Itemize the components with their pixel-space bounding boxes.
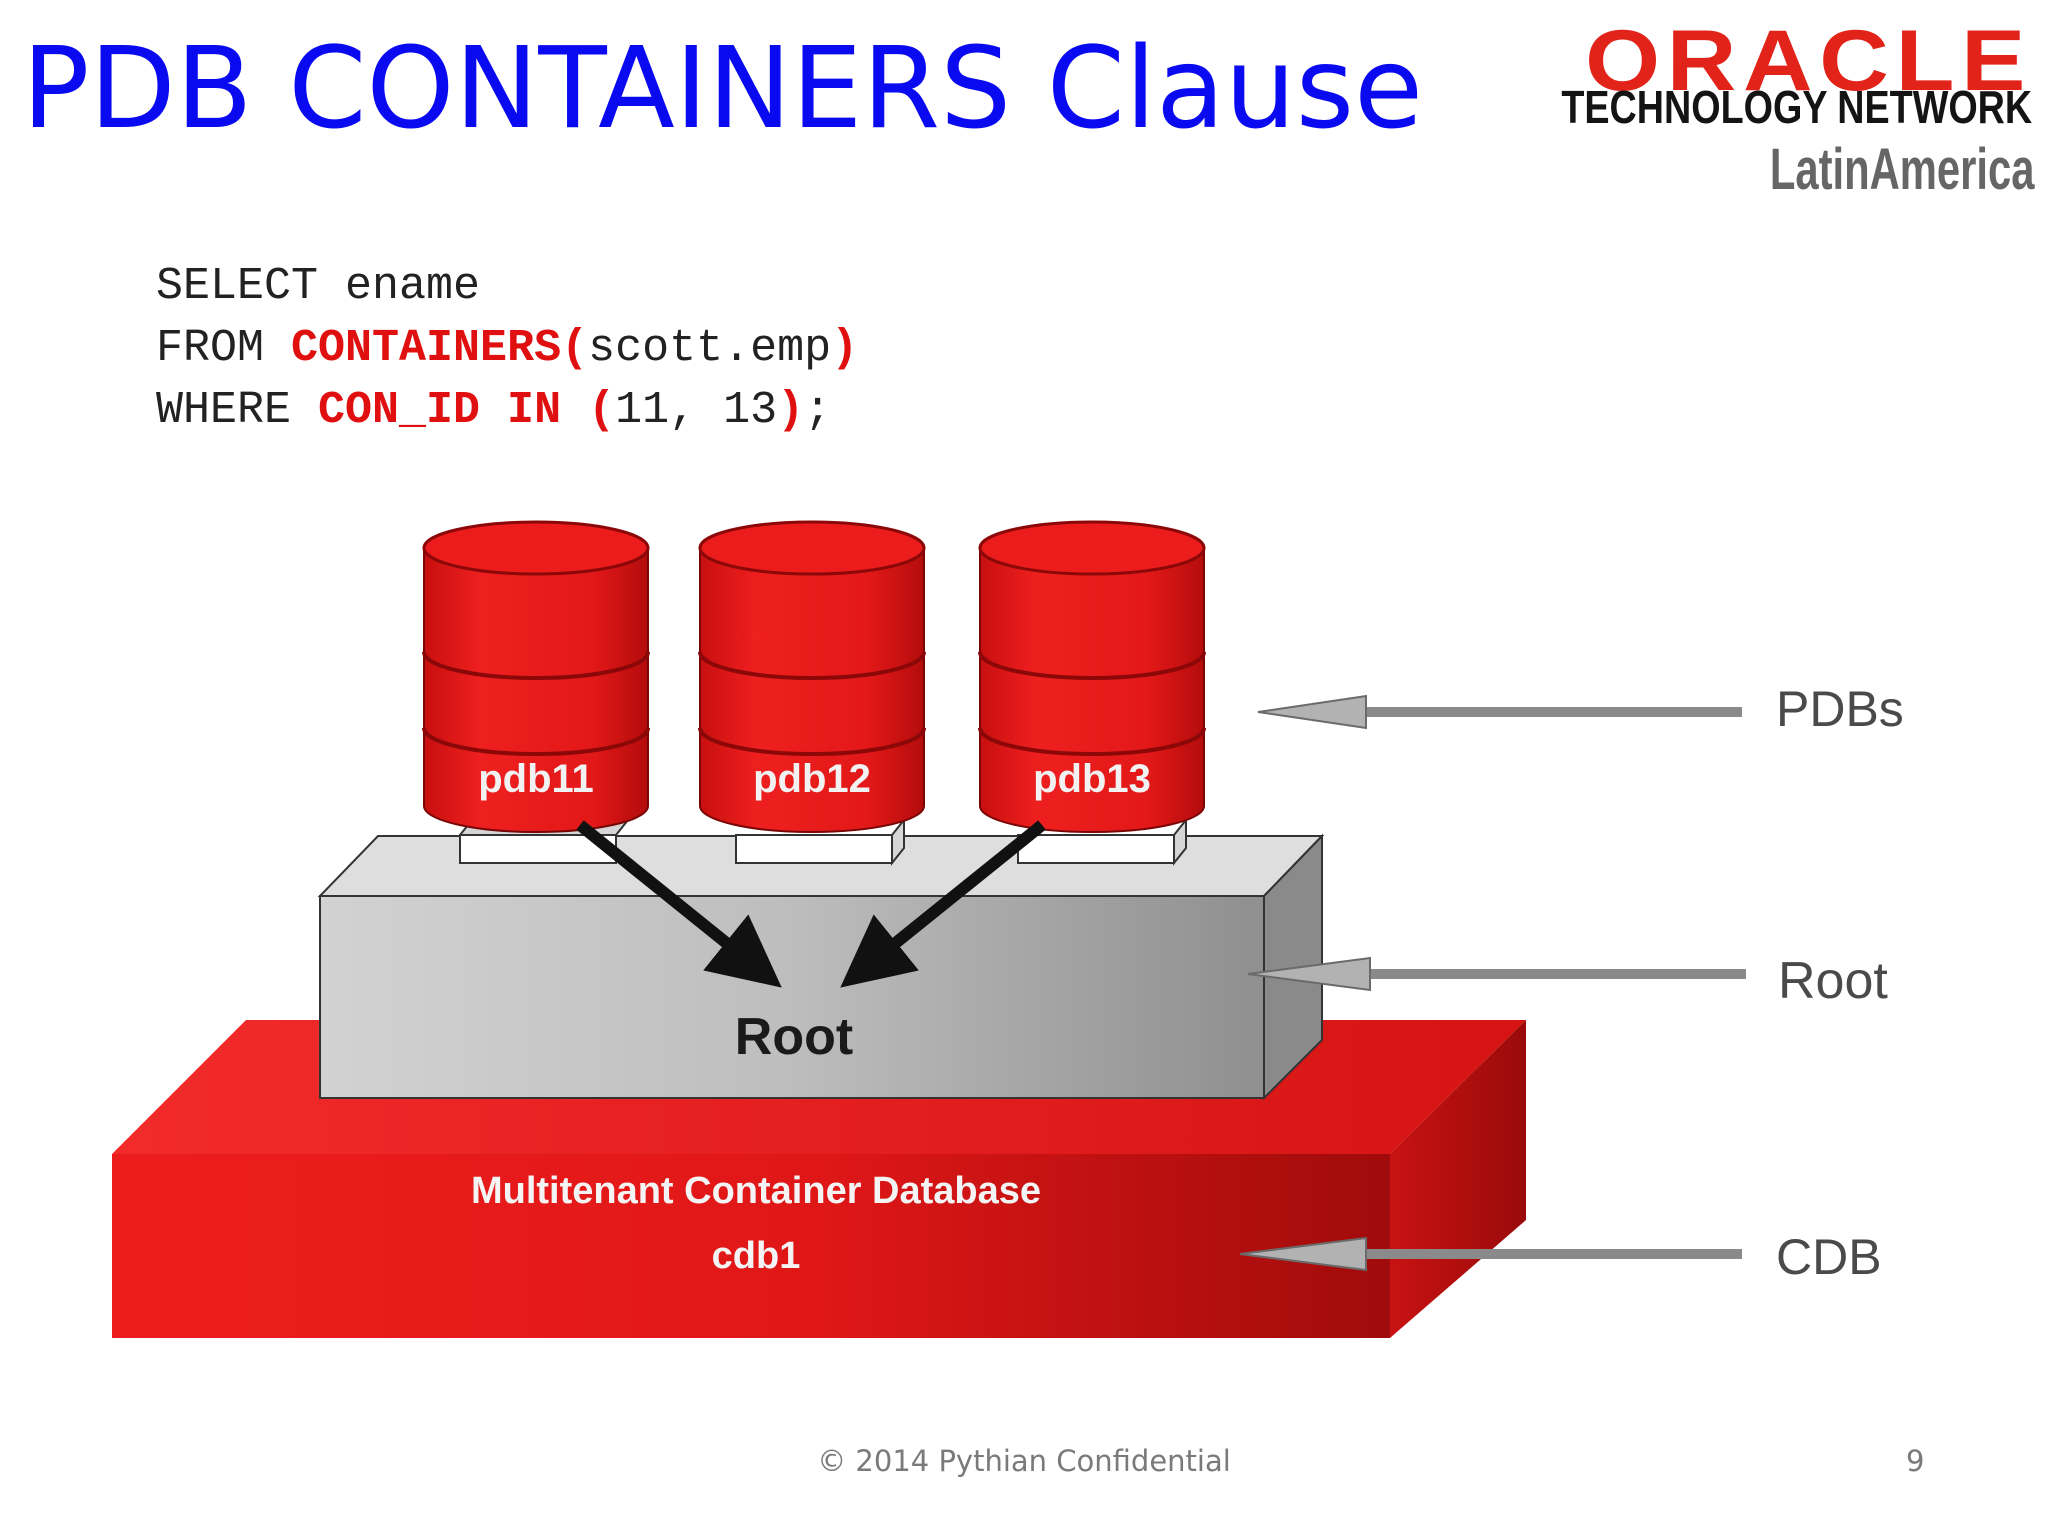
pdb-cylinder: pdb13 [978, 520, 1206, 833]
code-text: WHERE [156, 385, 319, 436]
page-number: 9 [1906, 1444, 1925, 1478]
arrow-pdb11-to-root [576, 820, 782, 988]
code-line-3: WHERE CON_ID IN (11, 13); [156, 380, 858, 442]
code-text: SELECT ename [156, 261, 481, 312]
root-label: Root [735, 1008, 853, 1066]
pdb-cylinder: pdb11 [422, 520, 650, 833]
pdb12-foot-front [735, 834, 893, 864]
pdb-label: pdb11 [478, 757, 594, 801]
pdb-cylinder: pdb12 [698, 520, 926, 833]
code-keyword: ) [831, 323, 859, 374]
root-block-front [319, 895, 1265, 1099]
logo-latinamerica: LatinAmerica [1769, 137, 2034, 202]
root-callout-arrowhead [1247, 956, 1371, 992]
pdb-label: pdb12 [753, 757, 871, 801]
cdb-label-line2: cdb1 [712, 1235, 801, 1277]
code-text: scott.emp [588, 323, 832, 374]
pdb-cylinder-band [698, 651, 926, 680]
logo-technology-network: TECHNOLOGY NETWORK [1561, 81, 2032, 133]
pdb-label: pdb13 [1033, 757, 1151, 801]
callout-label-pdbs: PDBs [1776, 681, 1904, 737]
arrow-pdb13-to-root [840, 820, 1046, 988]
code-text: FROM [156, 323, 292, 374]
callout-arrows [1239, 694, 1746, 1272]
code-text: 11, 13 [615, 385, 778, 436]
pdb13-foot-side [1173, 817, 1187, 866]
callout-label-root: Root [1778, 952, 1888, 1010]
pdb-cylinder-band [978, 727, 1206, 756]
footer-confidential: © 2014 Pythian Confidential [817, 1444, 1231, 1478]
cdb-callout-arrowhead [1239, 1236, 1367, 1272]
code-line-2: FROM CONTAINERS(scott.emp) [156, 318, 858, 380]
pdb-cylinder-band [978, 651, 1206, 680]
pdb-cylinder-band [422, 651, 650, 680]
pdb-cylinders: pdb11 pdb12 pdb13 [422, 520, 1206, 833]
pdb13-foot-front [1017, 834, 1175, 864]
code-keyword: CON_ID IN ( [318, 385, 616, 436]
pdbs-callout-arrowhead [1257, 694, 1367, 730]
code-keyword: ) [777, 385, 805, 436]
cdb-label-line1: Multitenant Container Database [471, 1170, 1041, 1212]
pdb-cylinder-band [698, 727, 926, 756]
code-keyword: CONTAINERS( [291, 323, 589, 374]
pdb-cylinder-band [422, 727, 650, 756]
oracle-technology-network-logo: ORACLE TECHNOLOGY NETWORK LatinAmerica [1561, 12, 2040, 202]
pdb12-foot-side [891, 817, 905, 866]
pdb-cylinder-body [699, 547, 925, 833]
pdb-cylinder-body [979, 547, 1205, 833]
pdb-cylinder-body [423, 547, 649, 833]
callout-label-cdb: CDB [1776, 1229, 1882, 1285]
pdb-cylinder-top [978, 520, 1206, 576]
cdb-slab-front [112, 1154, 1390, 1338]
logo-oracle-wordmark: ORACLE [1584, 13, 2032, 109]
pdb-cylinder-top [422, 520, 650, 576]
slide-title: PDB CONTAINERS Clause [22, 24, 1423, 154]
code-text: ; [804, 385, 832, 436]
code-line-1: SELECT ename [156, 256, 858, 318]
pdb-cylinder-top [698, 520, 926, 576]
